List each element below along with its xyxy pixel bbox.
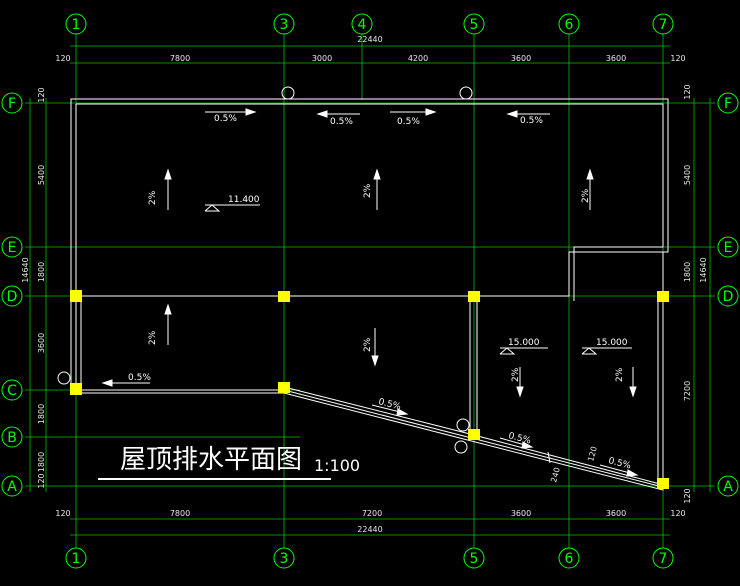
- axis-bottom-6: 6: [565, 551, 574, 567]
- dim-left-seg: 5400: [37, 165, 46, 185]
- dim-left-seg: 1800: [37, 404, 46, 424]
- dim-bottom-seg: 120: [55, 509, 70, 518]
- drain-outlet-icon: [281, 86, 295, 100]
- axis-labels-bottom: 1 3 5 6 7: [72, 551, 668, 567]
- drain-outlet-icon: [57, 371, 71, 385]
- slope-arrows: [101, 108, 639, 477]
- dim-top-seg: 3000: [312, 54, 332, 63]
- dim-right-seg: 1800: [683, 262, 692, 282]
- dim-left-seg: 120: [37, 473, 46, 488]
- axis-bottom-7: 7: [659, 551, 668, 567]
- axis-top-3: 3: [280, 17, 289, 33]
- axis-bottom-3: 3: [280, 551, 289, 567]
- axis-left-A: A: [7, 479, 17, 495]
- dim-bottom-seg: 7200: [362, 509, 382, 518]
- dim-bottom-overall: 22440: [357, 525, 382, 534]
- drawing-title: 屋顶排水平面图: [120, 445, 302, 475]
- axis-right-A: A: [723, 479, 733, 495]
- dim-right-seg: 5400: [683, 165, 692, 185]
- dim-top-seg: 3600: [511, 54, 531, 63]
- slope-label: 2%: [581, 188, 591, 203]
- slope-label: 0.5%: [128, 373, 151, 383]
- elevation-labels: 11.400 15.000 15.000: [228, 195, 628, 348]
- dim-bottom-seg: 3600: [511, 509, 531, 518]
- axis-right-E: E: [724, 240, 733, 256]
- dim-bottom-seg: 7800: [170, 509, 190, 518]
- drain-outlet-icon: [454, 440, 468, 454]
- columns: [70, 290, 669, 489]
- dims-right: 14640 120 5400 1800 7200 120: [683, 84, 708, 503]
- slope-label: 2%: [363, 337, 373, 352]
- dim-right-overall: 14640: [699, 257, 708, 282]
- dim-right-seg: 120: [683, 84, 692, 99]
- dim-top-seg: 120: [670, 54, 685, 63]
- axis-labels-right: F E D A: [723, 96, 734, 495]
- dim-top-seg: 120: [55, 54, 70, 63]
- axis-labels-top: 1 3 4 5 6 7: [72, 17, 668, 33]
- axis-left-C: C: [7, 383, 17, 399]
- drain-outlets: [57, 86, 473, 454]
- dim-right-seg: 7200: [683, 381, 692, 401]
- drain-outlet-icon: [459, 86, 473, 100]
- dim-left-seg: 1800: [37, 452, 46, 472]
- axis-top-6: 6: [565, 17, 574, 33]
- axis-left-E: E: [8, 240, 17, 256]
- dim-right-seg: 120: [683, 488, 692, 503]
- axis-left-D: D: [7, 289, 18, 305]
- slope-label: 2%: [148, 330, 158, 345]
- dim-bottom-seg: 3600: [606, 509, 626, 518]
- axis-left-B: B: [7, 430, 17, 446]
- slope-label: 0.5%: [330, 117, 353, 127]
- dim-top-seg: 4200: [408, 54, 428, 63]
- elevation-label: 15.000: [508, 338, 540, 348]
- slope-label: 2%: [511, 367, 521, 382]
- wall-dim: 120: [586, 445, 599, 462]
- wall-dims: 120 240: [549, 445, 599, 483]
- axis-right-D: D: [723, 289, 734, 305]
- slope-label: 0.5%: [520, 116, 543, 126]
- elevation-markers: [204, 204, 632, 355]
- slope-label: 0.5%: [397, 117, 420, 127]
- dim-top-seg: 3600: [606, 54, 626, 63]
- elevation-label: 15.000: [596, 338, 628, 348]
- dim-left-seg: 3600: [37, 333, 46, 353]
- slope-label: 0.5%: [607, 456, 632, 471]
- axis-bottom-5: 5: [470, 551, 479, 567]
- dimension-lines: [29, 45, 711, 536]
- drawing-scale: 1:100: [314, 456, 360, 475]
- axis-bubbles: [1, 13, 739, 569]
- elevation-label: 11.400: [228, 195, 260, 205]
- dim-left-seg: 1800: [37, 262, 46, 282]
- axis-top-4: 4: [358, 17, 367, 33]
- dims-bottom: 120 7800 7200 3600 3600 120 22440: [55, 509, 685, 534]
- wall-dim: 240: [549, 466, 562, 483]
- axis-right-F: F: [724, 96, 732, 112]
- axis-left-F: F: [8, 96, 16, 112]
- slope-label: 0.5%: [377, 397, 402, 412]
- axis-labels-left: F E D C B A: [7, 96, 18, 495]
- drain-outlet-icon: [456, 418, 470, 432]
- roof-parapet-walls: [70, 98, 669, 491]
- dim-top-overall: 22440: [357, 35, 382, 44]
- slope-label: 2%: [148, 190, 158, 205]
- dims-top: 22440 120 7800 3000 4200 3600 3600 120: [55, 35, 685, 63]
- slope-label: 2%: [615, 367, 625, 382]
- dim-bottom-seg: 120: [670, 509, 685, 518]
- axis-top-5: 5: [470, 17, 479, 33]
- dim-top-seg: 7800: [170, 54, 190, 63]
- slope-label: 0.5%: [214, 114, 237, 124]
- axis-bottom-1: 1: [72, 551, 81, 567]
- dim-left-overall: 14640: [21, 257, 30, 282]
- axis-top-7: 7: [659, 17, 668, 33]
- dims-left: 14640 120 5400 1800 3600 1800 1800 120: [21, 87, 46, 488]
- slope-label: 2%: [363, 183, 373, 198]
- dim-left-seg: 120: [37, 87, 46, 102]
- axis-top-1: 1: [72, 17, 81, 33]
